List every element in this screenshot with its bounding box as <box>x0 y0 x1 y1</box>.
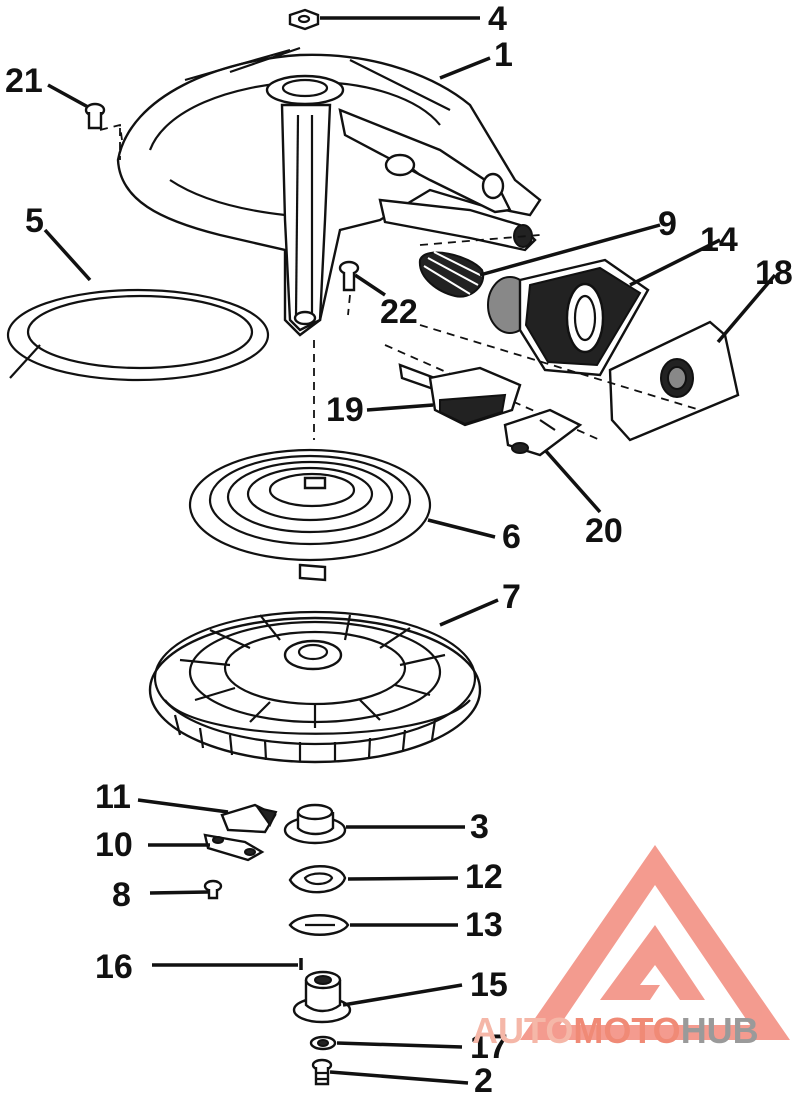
rope-part-5 <box>6 288 270 382</box>
link-part-10 <box>203 833 265 862</box>
clip-part-20 <box>503 408 583 457</box>
watermark-text: AUTOMOTOHUB <box>472 1010 759 1051</box>
spring-washer-part-13 <box>288 914 350 936</box>
callout-8: 8 <box>112 876 131 914</box>
bushing-part-3 <box>283 803 347 845</box>
callout-11: 11 <box>95 778 131 816</box>
callout-13: 13 <box>465 906 503 944</box>
screw-part-2 <box>311 1058 333 1086</box>
callout-7: 7 <box>502 578 521 616</box>
callout-15: 15 <box>470 966 508 1004</box>
watermark-hub: HUB <box>681 1010 759 1051</box>
leader-lines <box>43 16 777 1085</box>
spring-part-6 <box>188 448 432 582</box>
callout-14: 14 <box>700 221 738 259</box>
screw-part-21 <box>84 102 123 141</box>
grip-part-14 <box>487 258 650 377</box>
callout-21: 21 <box>5 62 43 100</box>
callout-1: 1 <box>494 36 513 74</box>
callout-22: 22 <box>380 293 418 331</box>
washer-part-17 <box>309 1035 337 1051</box>
callout-2: 2 <box>474 1062 493 1096</box>
hub-part-15 <box>292 970 352 1024</box>
callout-4: 4 <box>488 0 507 38</box>
callout-19: 19 <box>326 391 364 429</box>
watermark-auto: AUTO <box>472 1010 573 1051</box>
screw-part-8 <box>203 879 223 900</box>
callout-9: 9 <box>658 205 677 243</box>
washer-part-12 <box>288 865 347 894</box>
callout-6: 6 <box>502 518 521 556</box>
screw-part-22 <box>338 260 360 316</box>
callout-18: 18 <box>755 254 793 292</box>
sleeve-part-9 <box>418 251 485 298</box>
pawl-part-11 <box>220 803 278 834</box>
callout-20: 20 <box>585 512 623 550</box>
handle-part-19 <box>398 363 522 427</box>
callout-16: 16 <box>95 948 133 986</box>
housing-part-1 <box>116 46 542 337</box>
nut-part-4 <box>288 8 320 31</box>
callout-12: 12 <box>465 858 503 896</box>
callout-17: 17 <box>470 1028 508 1066</box>
automotohub-logo <box>520 845 790 1040</box>
watermark-moto: MOTO <box>573 1010 680 1051</box>
callout-3: 3 <box>470 808 489 846</box>
pulley-part-7 <box>148 610 482 764</box>
callout-5: 5 <box>25 202 44 240</box>
callout-10: 10 <box>95 826 133 864</box>
